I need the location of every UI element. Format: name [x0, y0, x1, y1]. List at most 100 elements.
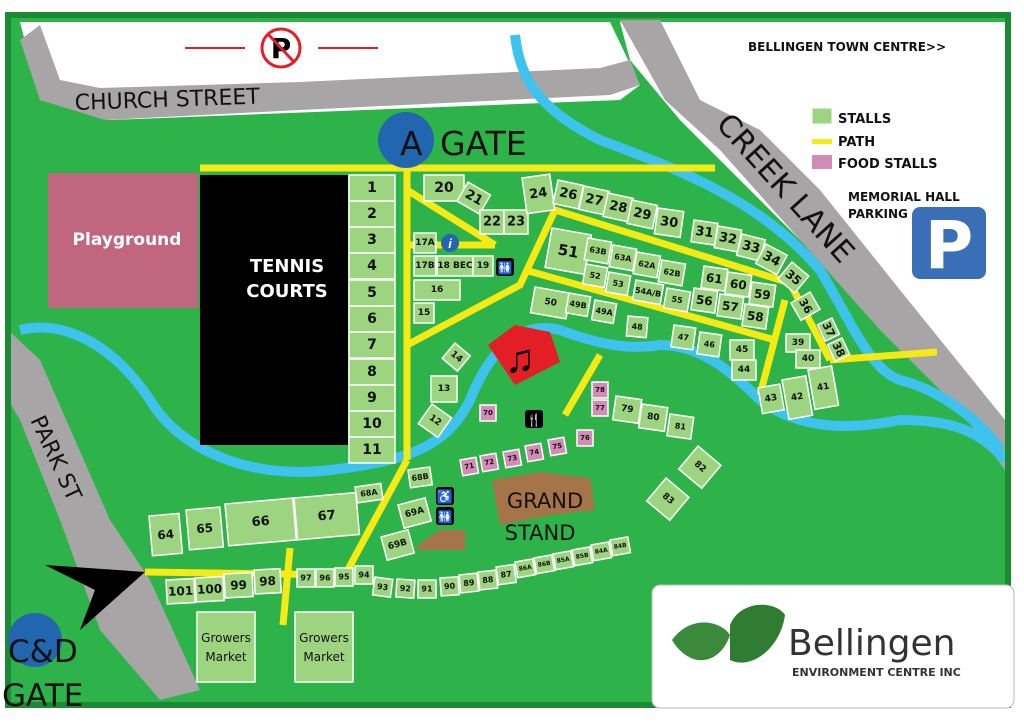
food-stall[interactable]: 74	[524, 442, 545, 463]
stall[interactable]: 95	[334, 567, 354, 587]
stall[interactable]: 48	[625, 315, 649, 339]
stall[interactable]: 64	[148, 512, 184, 557]
food-stall[interactable]: 77	[591, 399, 609, 417]
stall[interactable]: 93	[371, 576, 394, 599]
stall[interactable]: 90	[439, 575, 461, 597]
stall[interactable]: 2	[348, 200, 396, 228]
stall[interactable]: 50	[529, 286, 572, 320]
stall[interactable]: 8	[348, 358, 396, 386]
stall[interactable]: 101	[165, 577, 197, 605]
stall[interactable]: 54A/B	[631, 279, 665, 306]
stall[interactable]: 27	[578, 185, 611, 216]
stall[interactable]: 22	[479, 209, 505, 235]
stall[interactable]: 23	[503, 209, 529, 235]
stall[interactable]: 31	[690, 219, 719, 246]
stall[interactable]: 3	[348, 226, 396, 254]
stall[interactable]: 46	[696, 331, 723, 358]
growers-market-1[interactable]	[196, 611, 256, 683]
stall[interactable]: 84A	[590, 541, 613, 562]
food-stall[interactable]: 73	[502, 448, 523, 469]
stall[interactable]: 100	[194, 575, 226, 603]
stall[interactable]: 47	[670, 324, 697, 351]
stall[interactable]: 55	[662, 287, 692, 313]
stall[interactable]: 9	[348, 384, 396, 412]
stall[interactable]: 21	[455, 180, 492, 216]
stall[interactable]: 17B	[413, 255, 437, 277]
stall[interactable]: 85A	[552, 550, 575, 571]
stall[interactable]: 4	[348, 252, 396, 280]
stall[interactable]: 6	[348, 305, 396, 333]
stall[interactable]: 56	[690, 287, 719, 314]
stall[interactable]: 7	[348, 331, 396, 359]
stall[interactable]: 45	[729, 339, 755, 361]
stall[interactable]: 60	[724, 271, 753, 298]
stall[interactable]: 57	[716, 293, 745, 320]
stall[interactable]: 98	[253, 567, 283, 595]
stall[interactable]: 34	[754, 242, 789, 276]
stall[interactable]: 84B	[609, 536, 632, 557]
stall[interactable]: 24	[521, 173, 556, 215]
stall[interactable]: 29	[626, 199, 659, 230]
stall[interactable]: 96	[315, 568, 335, 588]
stall[interactable]: 63B	[583, 237, 613, 265]
stall[interactable]: 62B	[657, 259, 687, 287]
stall[interactable]: 69B	[380, 528, 416, 562]
stall[interactable]: 1	[348, 174, 396, 202]
stall[interactable]: 65	[185, 506, 225, 551]
stall[interactable]: 32	[713, 225, 743, 253]
stall[interactable]: 43	[757, 383, 786, 415]
stall[interactable]: 11	[348, 436, 396, 464]
food-stall[interactable]: 75	[547, 436, 568, 457]
stall[interactable]: 86A	[514, 558, 537, 579]
stall[interactable]: 20	[423, 174, 465, 202]
stall[interactable]: 62A	[632, 251, 662, 279]
stall[interactable]: 69A	[397, 496, 433, 530]
stall[interactable]: 92	[394, 578, 416, 600]
stall[interactable]: 79	[611, 395, 643, 425]
stall[interactable]: 39	[785, 333, 811, 353]
food-stall[interactable]: 78	[591, 381, 609, 399]
stall[interactable]: 61	[700, 265, 729, 292]
stall[interactable]: 5	[348, 279, 396, 307]
stall[interactable]: 51	[544, 227, 593, 276]
stall[interactable]: 35	[776, 260, 810, 295]
stall[interactable]: 58	[741, 303, 770, 330]
food-stall[interactable]: 72	[479, 452, 500, 473]
stall[interactable]: 42	[781, 374, 814, 421]
food-stall[interactable]: 76	[576, 429, 594, 447]
stall[interactable]: 18 BEC	[436, 255, 474, 277]
food-stall[interactable]: 71	[459, 456, 480, 477]
stall[interactable]: 15	[413, 302, 435, 324]
stall[interactable]: 36	[789, 290, 822, 322]
stall[interactable]: 38	[826, 337, 851, 363]
stall[interactable]: 28	[602, 192, 635, 223]
stall[interactable]: 66	[224, 497, 298, 547]
stall[interactable]: 83	[645, 476, 691, 522]
stall[interactable]: 44	[731, 359, 757, 381]
stall[interactable]: 80	[637, 403, 669, 433]
stall[interactable]: 88	[477, 569, 499, 591]
stall[interactable]: 59	[748, 281, 777, 308]
stall[interactable]: 12	[417, 402, 453, 439]
stall[interactable]: 14	[441, 341, 472, 373]
stall[interactable]: 86B	[533, 554, 556, 575]
stall[interactable]: 19	[472, 255, 494, 277]
stall[interactable]: 82	[677, 444, 723, 490]
growers-market-2[interactable]	[294, 611, 354, 683]
stall[interactable]: 89	[458, 572, 480, 594]
stall[interactable]: 49B	[564, 292, 592, 318]
stall[interactable]: 13	[430, 375, 458, 403]
stall[interactable]: 63A	[608, 244, 638, 272]
stall[interactable]: 68B	[407, 466, 434, 489]
stall[interactable]: 37	[816, 317, 841, 343]
stall[interactable]: 99	[223, 571, 255, 599]
stall[interactable]: 97	[296, 568, 316, 588]
food-stall[interactable]: 70	[479, 404, 497, 422]
stall[interactable]: 81	[666, 413, 695, 440]
stall[interactable]: 41	[807, 364, 840, 411]
stall[interactable]: 85B	[571, 546, 594, 567]
stall[interactable]: 53	[604, 271, 632, 297]
stall[interactable]: 91	[417, 579, 437, 599]
stall[interactable]: 94	[354, 565, 374, 585]
stall[interactable]: 30	[653, 207, 685, 239]
